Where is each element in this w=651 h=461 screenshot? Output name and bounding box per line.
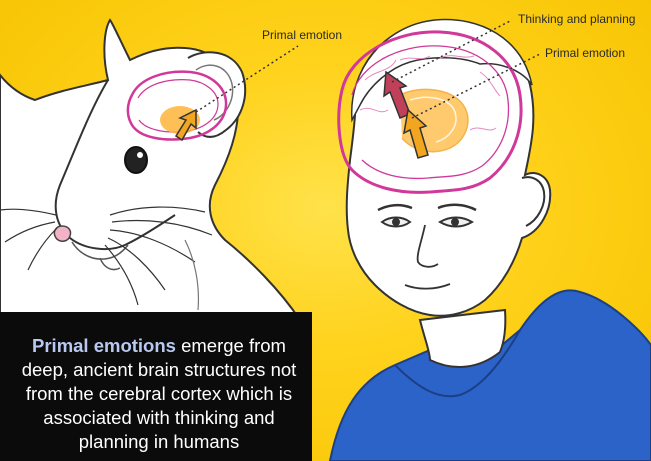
caption-body: emerge from deep, ancient brain structur… — [21, 335, 297, 452]
thinking-and-planning-label: Thinking and planning — [518, 12, 636, 26]
caption-panel: Primal emotions emerge from deep, ancien… — [0, 312, 312, 461]
rat-primal-emotion-label: Primal emotion — [262, 28, 343, 42]
human-primal-emotion-label: Primal emotion — [545, 46, 626, 60]
caption-text: Primal emotions emerge from deep, ancien… — [9, 334, 309, 454]
human-brain — [337, 30, 523, 194]
human-primal-emotion-arrow — [403, 108, 429, 159]
human-primal-callout-leader — [411, 53, 541, 119]
human-figure — [345, 18, 552, 368]
rat-primal-emotion-arrow — [174, 108, 197, 142]
rat-callout-leader — [195, 45, 299, 113]
caption-highlight: Primal emotions — [32, 335, 176, 356]
rat-figure — [0, 18, 302, 321]
